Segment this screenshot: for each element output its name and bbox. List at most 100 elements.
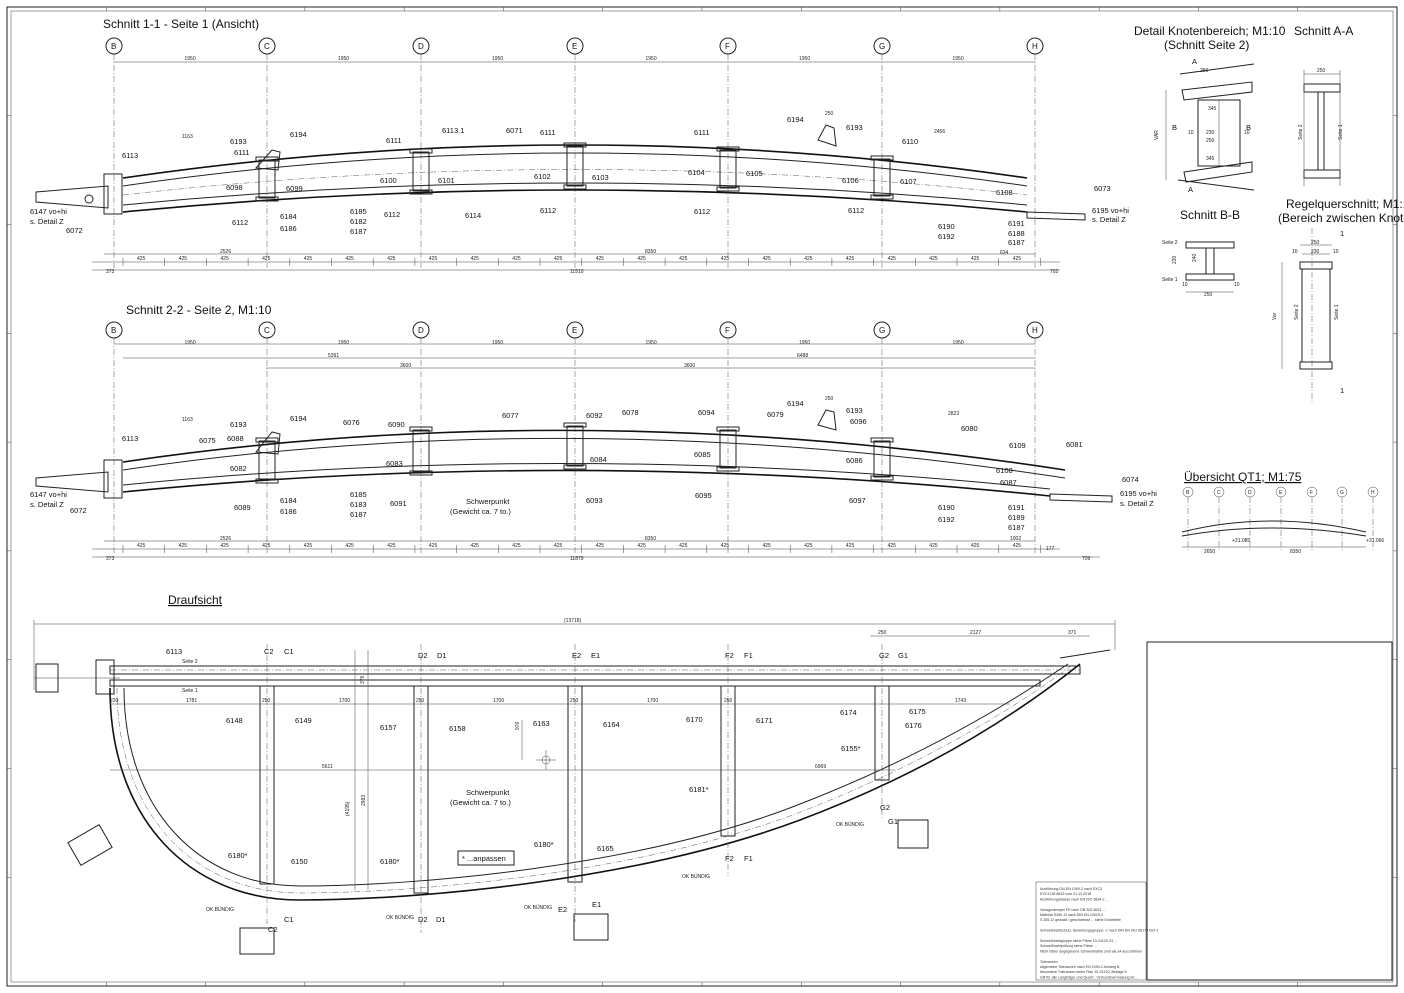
dim: 1163 (182, 134, 193, 140)
part-mark: 6110 (902, 137, 918, 146)
titleblock-line: Toleranzen (1040, 960, 1058, 964)
part-mark: 6111 (386, 136, 402, 145)
dim-bay: 425 (262, 256, 271, 262)
dim: 2127 (970, 630, 981, 636)
note: OK BÜNDIG (524, 904, 552, 911)
axis-label: C (1217, 490, 1221, 496)
part-mark: 6096 (850, 417, 867, 426)
part-mark: 6150 (291, 857, 308, 866)
elevation: +31.066 (1366, 538, 1384, 544)
dim: 8350 (645, 249, 656, 255)
dim-bay: 425 (471, 543, 480, 549)
dim: 10 (1244, 130, 1250, 136)
part-mark: 6187 (1008, 238, 1025, 247)
dim-bay: 425 (346, 543, 355, 549)
dim: 250 (825, 111, 834, 117)
note: s. Detail Z (30, 500, 64, 509)
part-mark: 6104 (688, 168, 705, 177)
dim-bay: 425 (846, 543, 855, 549)
side-label: Seite 2 (1294, 304, 1300, 320)
section-marker: 1 (1340, 229, 1344, 238)
dim-bay: 425 (554, 543, 563, 549)
axis-label: D (418, 326, 424, 335)
dim-bay: 425 (721, 543, 730, 549)
part-mark: 6079 (767, 410, 784, 419)
dim-spacing: 1950 (338, 56, 349, 62)
dim: 5611 (322, 764, 333, 770)
dim: 230 (1172, 255, 1178, 264)
part-mark: 6175 (909, 707, 926, 716)
part-mark: 6112 (384, 210, 400, 219)
dim: 373 (106, 556, 115, 562)
axis-label: C (264, 42, 270, 51)
dim-spacing: 1950 (338, 340, 349, 346)
part-mark: 6109 (1009, 441, 1026, 450)
section-marker: B (1246, 123, 1251, 132)
section-marker: B (1172, 123, 1177, 132)
part-mark: 6111 (694, 128, 710, 137)
titleblock-line: Schweißnahtprüfung siehe Pläne ... (1040, 944, 1097, 948)
axis-label: C (264, 326, 270, 335)
part-mark: 6074 (1122, 475, 1139, 484)
dim-bay: 425 (1013, 543, 1022, 549)
dim-bay: 425 (220, 543, 229, 549)
elevation: +31.085 (1232, 538, 1250, 544)
axis-label: E (572, 326, 577, 335)
part-mark: 6105 (746, 169, 763, 178)
detail-node: 250 345 230 250 345 10 10 A A B B VAR (1154, 57, 1255, 194)
part-mark: 6180* (534, 840, 554, 849)
part-mark: 6186 (280, 507, 297, 516)
dim-spacing: 1950 (799, 56, 810, 62)
dim: 250 (262, 698, 271, 704)
part-mark: 6102 (534, 172, 551, 181)
dim: 1163 (182, 417, 193, 423)
part-mark: 6180* (228, 851, 248, 860)
part-mark: 6076 (343, 418, 360, 427)
regel-subtitle: (Bereich zwischen Knoten) (1278, 211, 1404, 225)
part-mark: 6187 (1008, 523, 1025, 532)
dim: 373 (106, 269, 115, 275)
part-mark: 6164 (603, 720, 620, 729)
titleblock-line: Material S355 J2 nach DIN EN 10025-2 (1040, 913, 1103, 917)
part-mark: 6181* (689, 785, 709, 794)
part-mark: 6080 (961, 424, 978, 433)
part-mark: 6092 (586, 411, 603, 420)
labels-2-2: 373 2526 8350 11879 709 1002 177 5391 64… (30, 353, 1157, 562)
dim-bay: 425 (846, 256, 855, 262)
dim: (4195) (345, 801, 351, 816)
part-mark: 6148 (226, 716, 243, 725)
dim: 2526 (220, 536, 231, 542)
part-mark: 6097 (849, 496, 866, 505)
part-mark: 6091 (390, 499, 407, 508)
part-mark: 6171 (756, 716, 773, 725)
dim: 3600 (400, 363, 411, 369)
dim: 250 (1200, 68, 1209, 74)
plan-title: Draufsicht (168, 593, 223, 607)
dim-bay: 425 (804, 256, 813, 262)
grid-label: G2 (879, 651, 889, 660)
note: s. Detail Z (1120, 499, 1154, 508)
part-mark: 6113 (166, 647, 182, 656)
part-mark: 6174 (840, 708, 857, 717)
part-mark: 6192 (938, 515, 955, 524)
dim: 10 (1292, 249, 1298, 255)
side-label: Seite 2 (1298, 124, 1304, 140)
dim: 250 (724, 698, 733, 704)
regular-cross-section: 250 230 10 10 Seite 2 Seite 1 Var 1 1 (1272, 228, 1344, 402)
dim: 230 (1206, 130, 1215, 136)
grid-label: G1 (888, 817, 898, 826)
part-mark: 6114 (465, 211, 481, 220)
part-mark: 6087 (1000, 478, 1017, 487)
dim: 10 (1333, 249, 1339, 255)
part-mark: 6085 (694, 450, 711, 459)
side-label: Seite 2 (1162, 240, 1178, 246)
part-mark: 6111 (540, 128, 556, 137)
plan-view (33, 620, 1116, 955)
part-mark: 6183 (350, 500, 367, 509)
part-mark: 6193 (230, 420, 247, 429)
part-mark: 6095 (695, 491, 712, 500)
dim: 10 (1234, 282, 1240, 288)
note: s. Detail Z (30, 217, 64, 226)
